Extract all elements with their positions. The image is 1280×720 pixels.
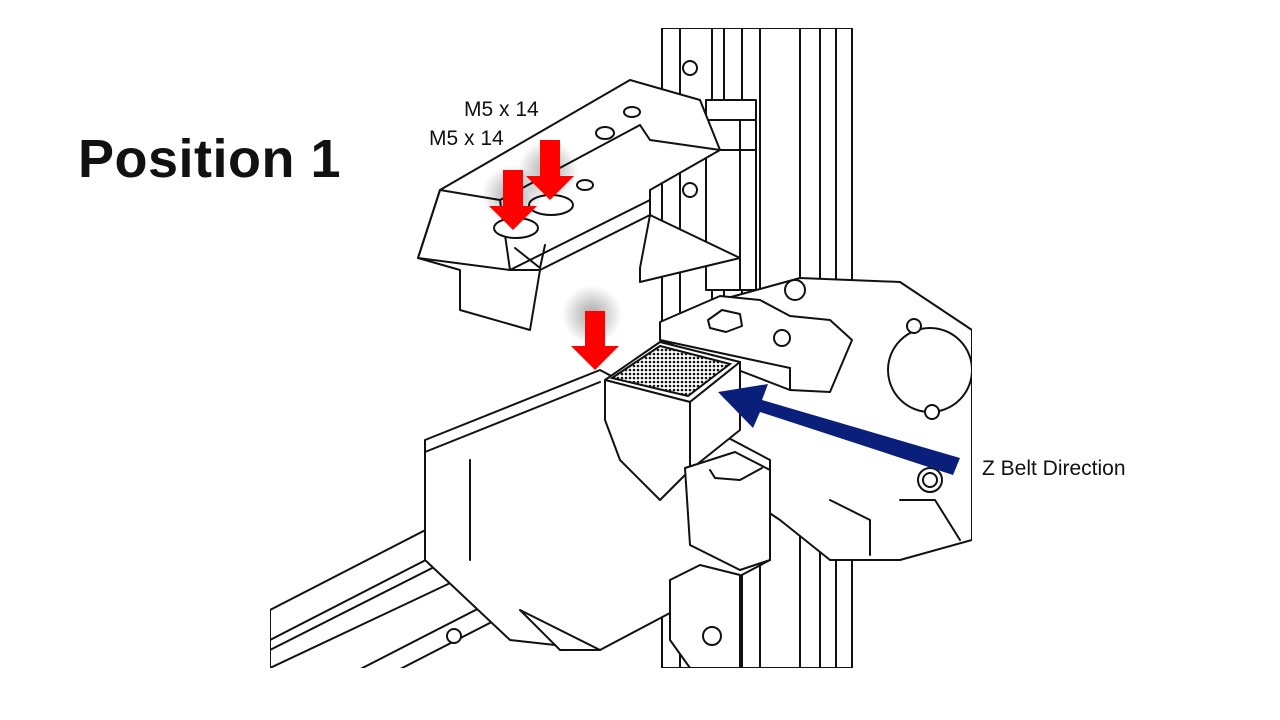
belt-tensioner xyxy=(604,341,771,668)
screw-arrow-left xyxy=(489,170,537,230)
top-bracket xyxy=(417,79,741,331)
slide-title: Position 1 xyxy=(78,129,342,189)
screw-label-lower: M5 x 14 xyxy=(429,127,504,150)
screw-label-upper: M5 x 14 xyxy=(464,98,539,121)
screw-arrow-lower xyxy=(571,311,619,370)
screw-arrow-right xyxy=(526,140,574,200)
screw-arrows xyxy=(482,140,622,370)
belt-direction-label: Z Belt Direction xyxy=(982,457,1126,480)
belt-direction-arrow xyxy=(718,384,960,475)
